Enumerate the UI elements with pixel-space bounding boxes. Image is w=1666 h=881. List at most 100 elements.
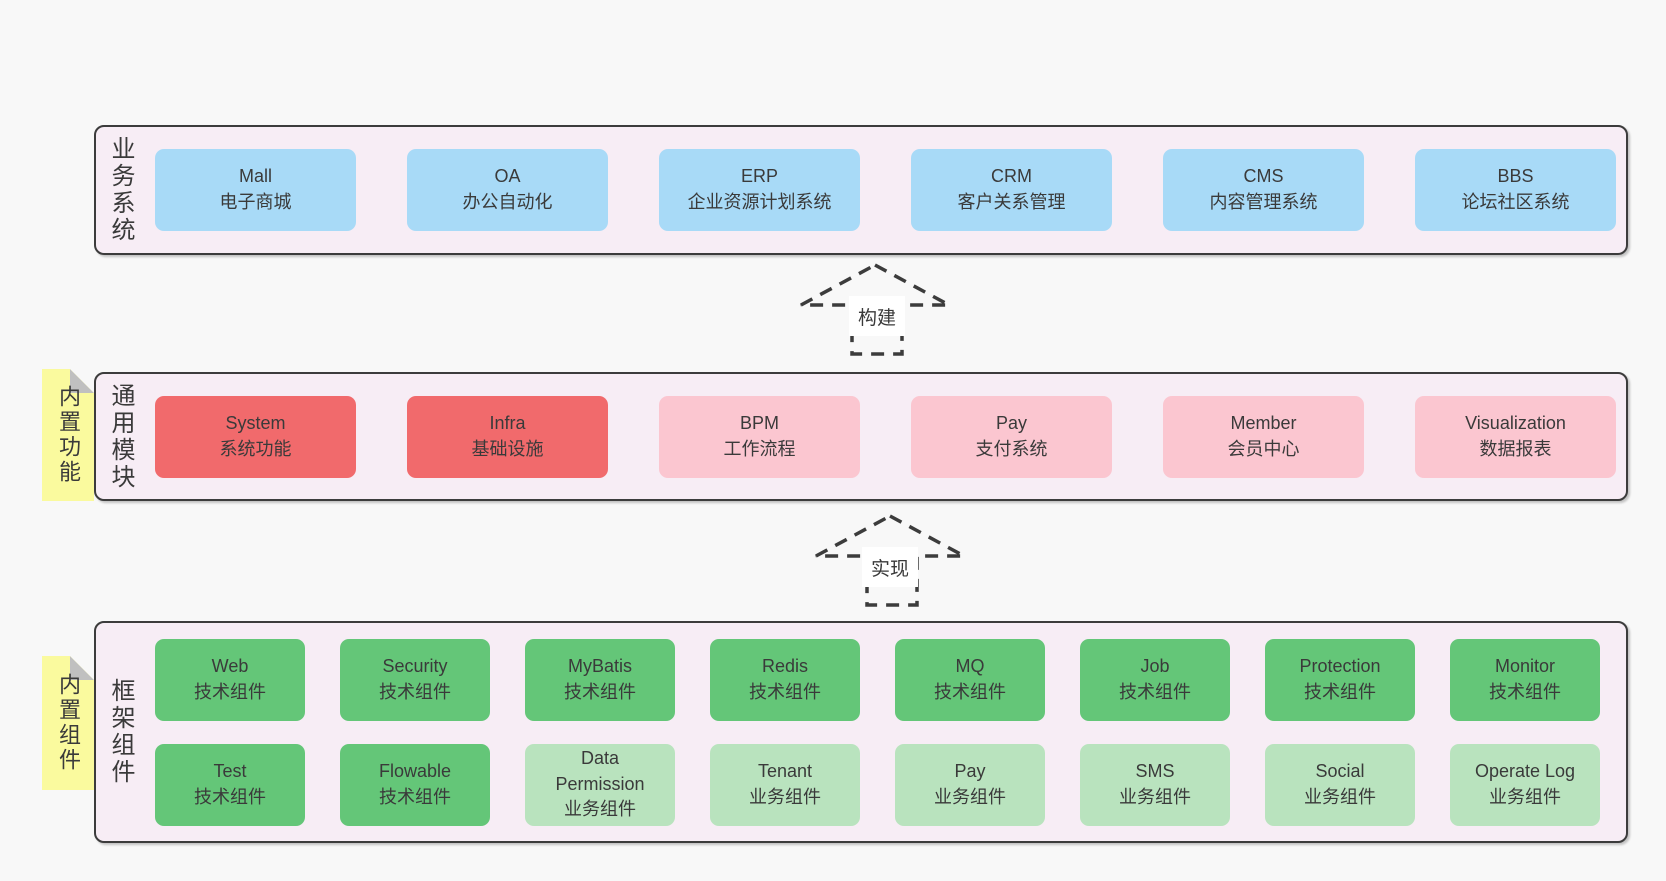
node-protection: Protection 技术组件 bbox=[1265, 638, 1415, 721]
node-subtitle: 技术组件 bbox=[934, 681, 1006, 702]
node-social: Social 业务组件 bbox=[1265, 743, 1415, 826]
node-title: ERP bbox=[740, 166, 778, 187]
node-title: Infra bbox=[489, 412, 526, 433]
modules-box-row: System 系统功能 Infra 基础设施 BPM 工作流程 Pay 支付系统… bbox=[96, 374, 1626, 499]
node-sms: SMS 业务组件 bbox=[1080, 743, 1230, 826]
node-security: Security 技术组件 bbox=[340, 638, 490, 721]
layer-title-business: 业务系统 bbox=[107, 136, 134, 244]
node-subtitle: 业务组件 bbox=[1119, 786, 1191, 807]
node-subtitle: 会员中心 bbox=[1227, 438, 1300, 459]
node-subtitle: 技术组件 bbox=[379, 786, 451, 807]
node-subtitle: 技术组件 bbox=[749, 681, 821, 702]
node-subtitle: 数据报表 bbox=[1479, 438, 1552, 459]
node-pay-biz: Pay 业务组件 bbox=[895, 743, 1045, 826]
node-subtitle: 技术组件 bbox=[1489, 681, 1561, 702]
node-subtitle: 基础设施 bbox=[471, 438, 544, 459]
build-arrow-icon bbox=[800, 263, 950, 356]
node-subtitle: 客户关系管理 bbox=[957, 192, 1066, 212]
node-mq: MQ 技术组件 bbox=[895, 638, 1045, 721]
node-mall: Mall 电子商城 bbox=[155, 149, 356, 231]
note-text: 内置功能 bbox=[56, 385, 81, 485]
node-subtitle: 技术组件 bbox=[1119, 681, 1191, 702]
node-title: Member bbox=[1230, 412, 1297, 433]
node-title: Pay bbox=[954, 760, 986, 781]
node-title: Tenant bbox=[757, 760, 813, 781]
components-box-row-2: Test 技术组件 Flowable 技术组件 Data Permission … bbox=[96, 743, 1626, 826]
node-subtitle: 内容管理系统 bbox=[1209, 192, 1318, 212]
node-flowable: Flowable 技术组件 bbox=[340, 743, 490, 826]
layer-business-systems: 业务系统 Mall 电子商城 OA 办公自动化 ERP 企业资源计划系统 CRM… bbox=[94, 125, 1628, 255]
node-subtitle: 工作流程 bbox=[723, 438, 796, 459]
node-subtitle: 系统功能 bbox=[219, 438, 292, 459]
node-bpm: BPM 工作流程 bbox=[659, 395, 860, 478]
layer-common-modules: 通用模块 System 系统功能 Infra 基础设施 BPM 工作流程 Pay… bbox=[94, 372, 1628, 501]
node-subtitle: 企业资源计划系统 bbox=[687, 192, 832, 212]
business-box-row: Mall 电子商城 OA 办公自动化 ERP 企业资源计划系统 CRM 客户关系… bbox=[96, 127, 1626, 253]
implement-arrow-icon bbox=[815, 514, 965, 607]
node-tenant: Tenant 业务组件 bbox=[710, 743, 860, 826]
node-title: CMS bbox=[1243, 166, 1284, 187]
node-mybatis: MyBatis 技术组件 bbox=[525, 638, 675, 721]
node-subtitle: 论坛社区系统 bbox=[1461, 192, 1570, 212]
node-title: System bbox=[225, 412, 286, 433]
note-text: 内置组件 bbox=[56, 673, 81, 773]
components-box-row-1: Web 技术组件 Security 技术组件 MyBatis 技术组件 Redi… bbox=[96, 638, 1626, 721]
node-title: Mall bbox=[238, 166, 272, 187]
node-erp: ERP 企业资源计划系统 bbox=[659, 149, 860, 231]
node-redis: Redis 技术组件 bbox=[710, 638, 860, 721]
node-subtitle: 业务组件 bbox=[749, 786, 821, 807]
components-rows: Web 技术组件 Security 技术组件 MyBatis 技术组件 Redi… bbox=[96, 623, 1626, 841]
node-title: Social bbox=[1315, 760, 1365, 781]
node-title: SMS bbox=[1135, 760, 1175, 781]
arrow-label-build: 构建 bbox=[849, 296, 905, 336]
node-system: System 系统功能 bbox=[155, 395, 356, 478]
layer-title-components: 框架组件 bbox=[107, 678, 134, 786]
node-title: Flowable bbox=[378, 760, 452, 781]
node-title: Security bbox=[382, 655, 448, 676]
node-oa: OA 办公自动化 bbox=[407, 149, 608, 231]
node-bbs: BBS 论坛社区系统 bbox=[1415, 149, 1616, 231]
node-title: Test bbox=[213, 760, 247, 781]
node-title: Monitor bbox=[1494, 655, 1556, 676]
node-title: Web bbox=[211, 655, 249, 676]
node-title: OA bbox=[494, 166, 521, 187]
node-title: CRM bbox=[991, 166, 1032, 187]
node-title: Operate Log bbox=[1474, 760, 1576, 781]
node-title: Data Permission bbox=[555, 748, 645, 794]
node-test: Test 技术组件 bbox=[155, 743, 305, 826]
node-member: Member 会员中心 bbox=[1163, 395, 1364, 478]
node-title: MQ bbox=[955, 655, 985, 676]
node-title: Redis bbox=[761, 655, 809, 676]
layer-title-modules: 通用模块 bbox=[107, 382, 134, 491]
sticky-note-builtin-features: 内置功能 bbox=[42, 369, 94, 501]
node-title: BPM bbox=[739, 412, 779, 433]
node-subtitle: 支付系统 bbox=[975, 438, 1048, 459]
node-operate-log: Operate Log 业务组件 bbox=[1450, 743, 1600, 826]
node-subtitle: 业务组件 bbox=[934, 786, 1006, 807]
node-subtitle: 技术组件 bbox=[194, 681, 266, 702]
node-subtitle: 电子商城 bbox=[219, 192, 292, 212]
node-monitor: Monitor 技术组件 bbox=[1450, 638, 1600, 721]
node-title: Visualization bbox=[1465, 412, 1566, 433]
node-title: Protection bbox=[1299, 655, 1381, 676]
node-subtitle: 技术组件 bbox=[1304, 681, 1376, 702]
node-data-permission: Data Permission 业务组件 bbox=[525, 743, 675, 826]
node-web: Web 技术组件 bbox=[155, 638, 305, 721]
node-visualization: Visualization 数据报表 bbox=[1415, 395, 1616, 478]
node-crm: CRM 客户关系管理 bbox=[911, 149, 1112, 231]
node-title: Pay bbox=[995, 412, 1028, 433]
node-infra: Infra 基础设施 bbox=[407, 395, 608, 478]
node-subtitle: 业务组件 bbox=[1489, 786, 1561, 807]
node-pay: Pay 支付系统 bbox=[911, 395, 1112, 478]
node-title: Job bbox=[1140, 655, 1170, 676]
sticky-note-builtin-components: 内置组件 bbox=[42, 656, 94, 790]
node-subtitle: 业务组件 bbox=[564, 799, 636, 820]
node-subtitle: 办公自动化 bbox=[462, 192, 553, 212]
node-subtitle: 业务组件 bbox=[1304, 786, 1376, 807]
layer-framework-components: 框架组件 Web 技术组件 Security 技术组件 MyBatis 技术组件… bbox=[94, 621, 1628, 843]
node-title: MyBatis bbox=[567, 655, 632, 676]
node-subtitle: 技术组件 bbox=[194, 786, 266, 807]
node-job: Job 技术组件 bbox=[1080, 638, 1230, 721]
node-cms: CMS 内容管理系统 bbox=[1163, 149, 1364, 231]
node-subtitle: 技术组件 bbox=[564, 681, 636, 702]
